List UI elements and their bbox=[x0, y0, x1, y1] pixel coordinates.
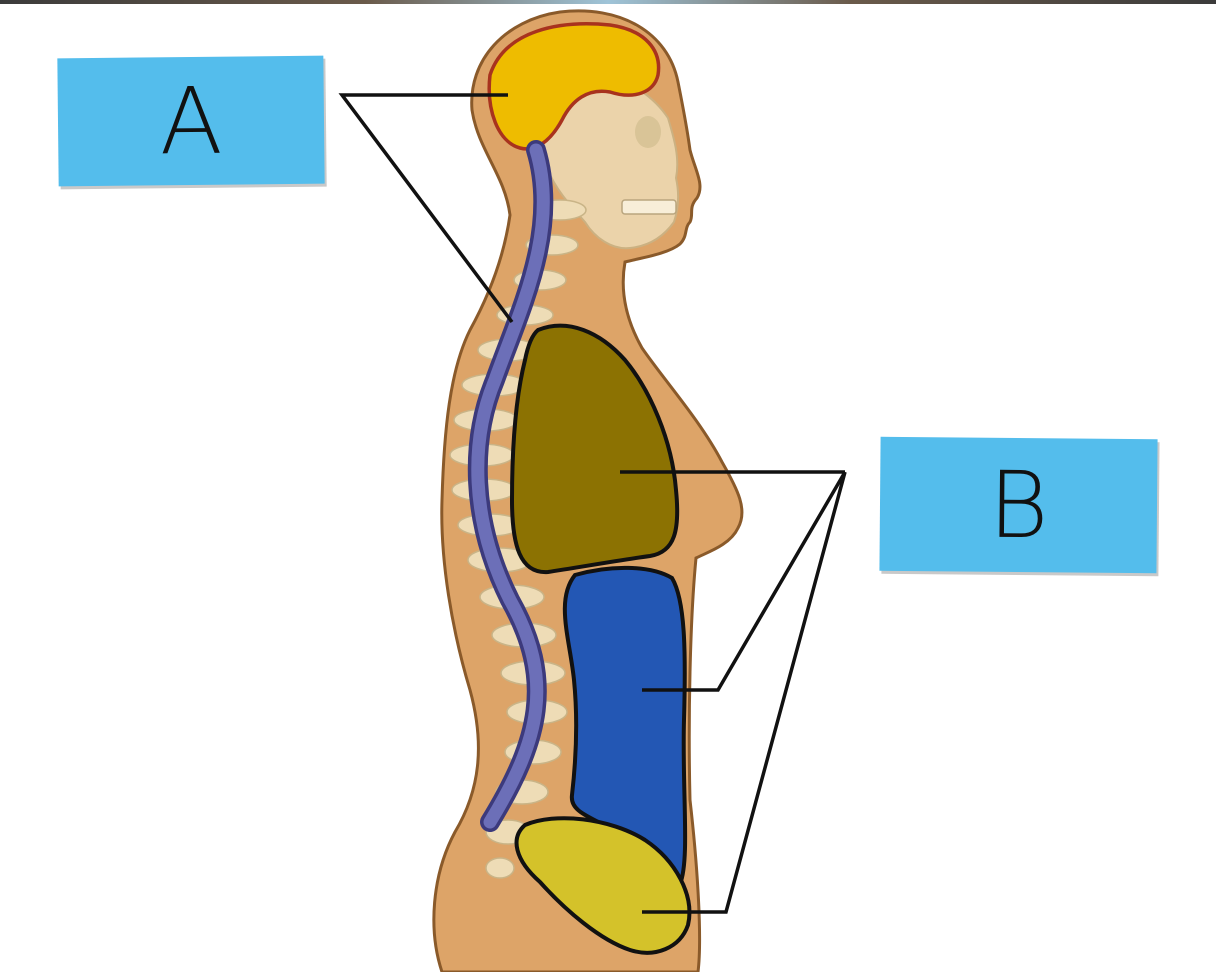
eye-socket bbox=[635, 116, 661, 148]
spinal-cord-fill bbox=[471, 143, 550, 829]
top-edge-strip bbox=[0, 0, 1216, 4]
lungs bbox=[509, 323, 680, 575]
teeth bbox=[621, 199, 677, 215]
label-box-b[interactable]: B bbox=[879, 436, 1158, 574]
label-box-a[interactable]: A bbox=[57, 55, 325, 187]
leader-lines-b bbox=[620, 470, 847, 914]
label-a-text: A bbox=[158, 67, 224, 175]
leader-lines-a bbox=[338, 93, 514, 324]
label-b-text: B bbox=[987, 451, 1050, 559]
brain bbox=[487, 22, 661, 151]
bladder bbox=[514, 816, 692, 955]
